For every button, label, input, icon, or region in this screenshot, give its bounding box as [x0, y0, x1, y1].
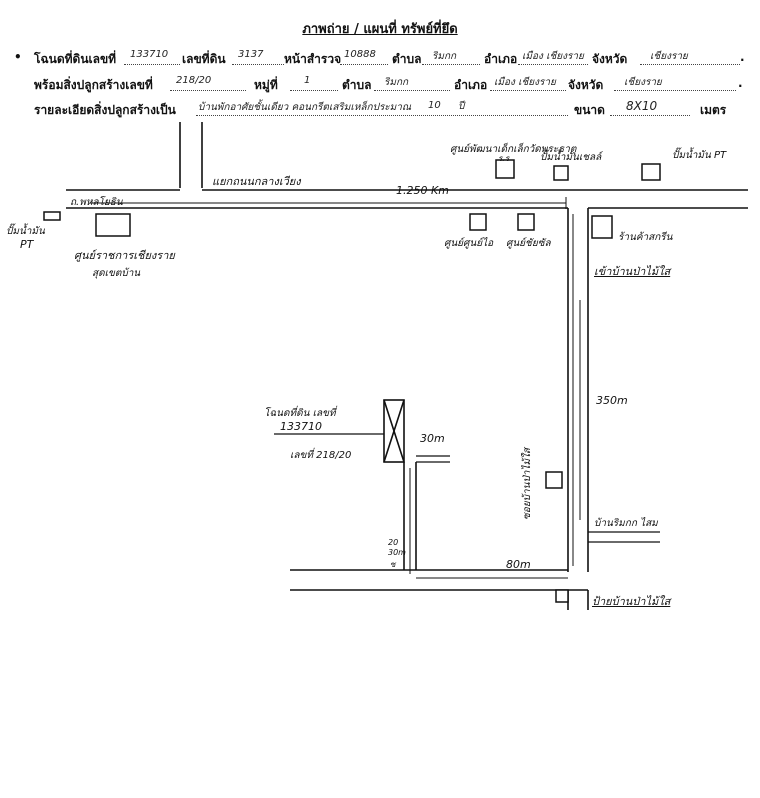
tambon-value-1: ริมกก [432, 51, 457, 62]
shop-1-building [469, 213, 487, 231]
deed-map-label-1: โฉนดที่ดิน เลขที่ [264, 408, 336, 419]
building-label: พร้อมสิ่งปลูกสร้างเลขที่ [34, 78, 153, 92]
village-3-label: ป้ายบ้านป่าไม้ใส [592, 595, 671, 608]
distance-80-label: 80m [506, 558, 531, 571]
line2-end: . [738, 76, 743, 90]
size-label: ขนาด [574, 103, 605, 117]
age-unit: ปี [458, 101, 465, 112]
gas-station-pt-top-label: ปั๊มน้ำมัน PT [672, 150, 727, 161]
shop-2-building [517, 213, 535, 231]
distance-20a-label: 20 [388, 538, 399, 547]
shop-1-label: ศูนย์ศูนย์ไอ [444, 238, 494, 249]
distance-30-label: 30m [420, 432, 445, 445]
landmark-building [545, 471, 563, 489]
survey-label: หน้าสำรวจ [284, 52, 342, 66]
land-no-label: เลขที่ดิน [182, 52, 226, 66]
building-value: 218/20 [176, 75, 212, 86]
changwat-label-1: จังหวัด [592, 52, 628, 66]
hospital-label-1: ศูนย์ราชการเชียงราย [74, 249, 175, 262]
bullet: • [14, 50, 22, 64]
line1-end: . [740, 50, 745, 64]
village-1-label: เข้าบ้านป่าไม้ใส [594, 265, 671, 278]
amphoe-label-2: อำเภอ [454, 78, 488, 92]
hospital-label-2: สุดเขตบ้าน [92, 268, 141, 279]
target-plot [274, 399, 405, 463]
deed-label: โฉนดที่ดินเลขที่ [34, 52, 117, 66]
gas-station-1-label: ปั๊มน้ำมันเชลล์ [540, 152, 602, 163]
shop-right-label: ร้านค้าสกรีน [618, 232, 673, 243]
changwat-value-1: เชียงราย [650, 51, 688, 62]
road-name-label: ถ.พหลโยธิน [70, 197, 123, 208]
changwat-value-2: เชียงราย [624, 77, 662, 88]
distance-main-label: 1.250 Km [396, 184, 449, 197]
kindergarten-building [495, 159, 515, 179]
shop-2-label: ศูนย์ชัยซัล [506, 238, 551, 249]
size-unit: เมตร [700, 103, 727, 117]
amphoe-value-1: เมือง เชียงราย [522, 51, 584, 62]
changwat-label-2: จังหวัด [568, 78, 604, 92]
kindergarten-label-2: ร.ร [498, 154, 510, 163]
distance-20c-label: ซ [390, 560, 396, 569]
age-value: 10 [428, 100, 441, 111]
detail-value: บ้านพักอาศัยชั้นเดียว คอนกรีตเสริมเหล็กป… [198, 102, 412, 113]
page-title: ภาพถ่าย / แผนที่ ทรัพย์ที่ยึด [302, 22, 458, 37]
land-no-value: 3137 [238, 49, 264, 60]
road-side-label: ซอยบ้านป่าไม้ใส [522, 447, 533, 520]
distance-20b-label: 30m [388, 548, 406, 557]
pt-left-label-2: PT [20, 238, 34, 251]
kindergarten-label: ศูนย์พัฒนาเด็กเล็กวัดพระธาตุ [450, 144, 577, 155]
ring-road-label: แยกถนนกลางเวียง [212, 175, 301, 188]
deed-map-label-2: 133710 [280, 420, 322, 433]
sign-box [555, 589, 569, 603]
amphoe-label-1: อำเภอ [484, 52, 518, 66]
survey-value: 10888 [344, 49, 376, 60]
size-value: 8X10 [626, 99, 658, 113]
deed-map-label-3: เลขที่ 218/20 [290, 450, 352, 461]
shop-right-building [591, 215, 613, 239]
moo-value: 1 [304, 75, 311, 86]
distance-350-label: 350m [596, 394, 628, 407]
deed-value: 133710 [130, 49, 169, 60]
hospital-building [95, 213, 131, 237]
amphoe-value-2: เมือง เชียงราย [494, 77, 556, 88]
detail-label: รายละเอียดสิ่งปลูกสร้างเป็น [34, 103, 176, 117]
tambon-value-2: ริมกก [384, 77, 409, 88]
pt-left-label-1: ปั๊มน้ำมัน [6, 226, 45, 237]
pt-left-building [43, 211, 61, 221]
village-2-label: บ้านริมกก ไสม [594, 518, 658, 529]
tambon-label-1: ตำบล [392, 52, 422, 66]
gas-station-1-building [553, 165, 569, 181]
moo-label: หมู่ที่ [254, 78, 278, 92]
gas-station-2-building [641, 163, 661, 181]
tambon-label-2: ตำบล [342, 78, 372, 92]
